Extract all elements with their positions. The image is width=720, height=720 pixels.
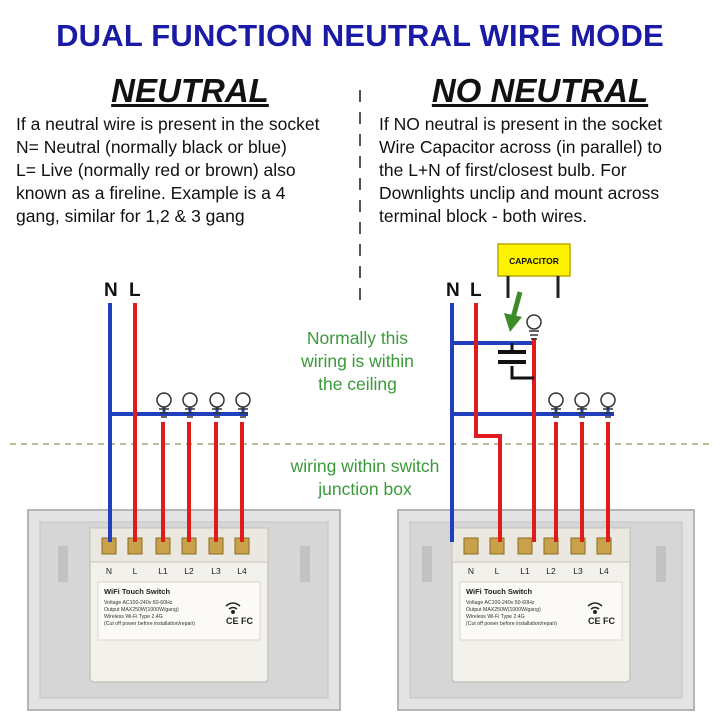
ceiling-note-line: the ceiling xyxy=(318,374,397,394)
bulb-icon xyxy=(182,392,198,418)
mount-slot xyxy=(300,546,310,582)
wifi-icon xyxy=(225,602,241,614)
right-live-label: L xyxy=(470,280,482,301)
left-bulbs xyxy=(156,392,251,418)
right-switch: N L L1 L2 L3 L4 WiFi Touch Switch Voltag… xyxy=(397,509,695,711)
terminal-screw xyxy=(517,537,533,555)
terminal-label-n: N xyxy=(468,566,474,576)
right-wiring xyxy=(450,303,614,542)
certification-marks: CE FC xyxy=(226,616,254,626)
spec-line: Wireless Wi-Fi Type 2.4G xyxy=(466,614,525,620)
terminal-label-l2: L2 xyxy=(546,566,556,576)
left-neutral-label: N xyxy=(104,280,118,301)
left-live-label: L xyxy=(129,280,141,301)
no-neutral-description-line: the L+N of first/closest bulb. For xyxy=(379,160,627,180)
spec-line: (Cut off power before installation/repai… xyxy=(466,621,557,627)
neutral-description-line: known as a fireline. Example is a 4 xyxy=(16,183,286,203)
spec-line: (Cut off power before installation/repai… xyxy=(104,621,195,627)
bulb-icon xyxy=(600,392,616,418)
terminal-label-l: L xyxy=(133,566,138,576)
neutral-description: If a neutral wire is present in the sock… xyxy=(16,113,351,228)
terminal-label-l: L xyxy=(495,566,500,576)
product-name: WiFi Touch Switch xyxy=(104,587,170,596)
mount-slot xyxy=(656,546,666,582)
terminal-label-l1: L1 xyxy=(520,566,530,576)
wifi-icon xyxy=(587,602,603,614)
mount-slot xyxy=(422,546,432,582)
left-switch: N L L1 L2 L3 L4 WiFi Touch Switch Voltag… xyxy=(27,509,341,711)
no-neutral-description: If NO neutral is present in the socket W… xyxy=(379,113,709,228)
capacitor-symbol xyxy=(498,343,534,380)
no-neutral-description-line: Downlights unclip and mount across xyxy=(379,183,660,203)
spec-line: Voltage AC100-240v 50-60Hz xyxy=(466,600,535,606)
neutral-description-line: If a neutral wire is present in the sock… xyxy=(16,114,320,134)
arrow-icon xyxy=(504,291,523,332)
spec-line: Output MAX250W(1000W/gang) xyxy=(104,607,179,613)
terminal-label-l3: L3 xyxy=(573,566,583,576)
left-wiring xyxy=(108,303,248,542)
terminal-label-l1: L1 xyxy=(158,566,168,576)
mount-slot xyxy=(58,546,68,582)
right-bulbs xyxy=(526,314,616,418)
product-name: WiFi Touch Switch xyxy=(466,587,532,596)
capacitor-label-box xyxy=(497,243,571,277)
neutral-heading: NEUTRAL xyxy=(111,72,269,109)
spec-line: Output MAX250W(1000W/gang) xyxy=(466,607,541,613)
terminal-label-l2: L2 xyxy=(184,566,194,576)
no-neutral-description-line: Wire Capacitor across (in parallel) to xyxy=(379,137,663,157)
bulb-icon xyxy=(526,314,542,340)
right-neutral-label: N xyxy=(446,280,460,301)
ceiling-note: Normally this wiring is within the ceili… xyxy=(270,327,445,396)
capacitor-leads xyxy=(506,276,560,298)
spec-line: Voltage AC100-240v 50-60Hz xyxy=(104,600,173,606)
no-neutral-description-line: terminal block - both wires. xyxy=(379,206,588,226)
junction-note-line: wiring within switch xyxy=(290,456,440,476)
neutral-description-line: gang, similar for 1,2 & 3 gang xyxy=(16,206,245,226)
certification-marks: CE FC xyxy=(588,616,616,626)
neutral-description-line: L= Live (normally red or brown) also xyxy=(16,160,296,180)
bulb-icon xyxy=(574,392,590,418)
terminal-label-n: N xyxy=(106,566,112,576)
junction-note-line: junction box xyxy=(318,479,412,499)
bulb-icon xyxy=(235,392,251,418)
capacitor-box: CAPACITOR xyxy=(497,243,571,298)
no-neutral-description-line: If NO neutral is present in the socket xyxy=(379,114,663,134)
spec-line: Wireless Wi-Fi Type 2.4G xyxy=(104,614,163,620)
terminal-screw xyxy=(463,537,479,555)
live-wire xyxy=(474,303,502,542)
terminal-label-l3: L3 xyxy=(211,566,221,576)
neutral-description-line: N= Neutral (normally black or blue) xyxy=(16,137,287,157)
junction-note: wiring within switch junction box xyxy=(250,455,480,501)
bulb-icon xyxy=(548,392,564,418)
bulb-icon xyxy=(156,392,172,418)
bulb-icon xyxy=(209,392,225,418)
bulb-neutral-drop xyxy=(162,396,245,416)
no-neutral-heading: NO NEUTRAL xyxy=(431,72,649,109)
terminal-label-l4: L4 xyxy=(599,566,609,576)
terminal-label-l4: L4 xyxy=(237,566,247,576)
ceiling-note-line: Normally this xyxy=(306,328,409,348)
diagram-title: DUAL FUNCTION NEUTRAL WIRE MODE xyxy=(56,18,664,53)
ceiling-note-line: wiring is within xyxy=(301,351,414,371)
capacitor-label: CAPACITOR xyxy=(509,256,559,266)
